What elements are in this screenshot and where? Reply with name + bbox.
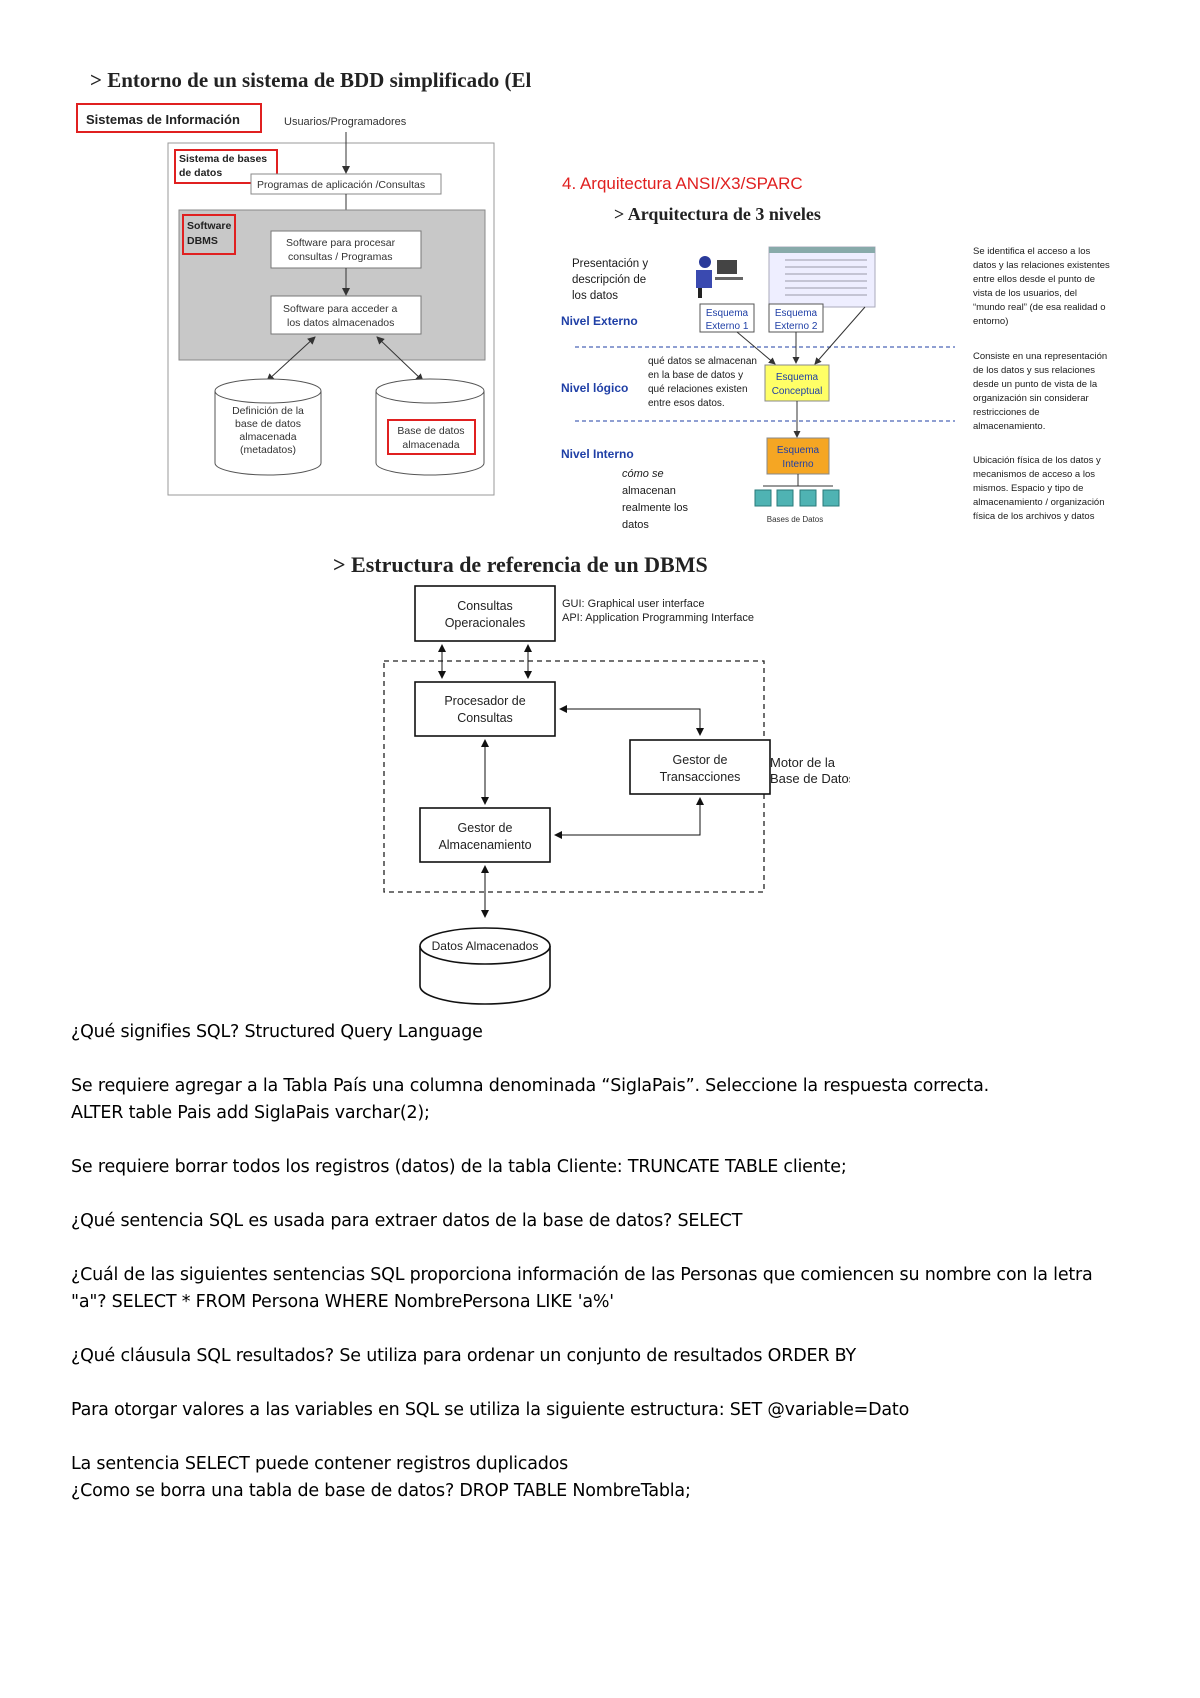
pres-1: Presentación y: [572, 258, 648, 270]
nivel-externo: Nivel Externo: [561, 314, 638, 328]
access-label-2: los datos almacenados: [287, 317, 394, 329]
fig1-diagram: Sistemas de Información Usuarios/Program…: [76, 103, 495, 496]
consultas-2: Operacionales: [445, 616, 526, 630]
dbms-label-2: DBMS: [187, 235, 218, 247]
right2-2: de los datos y sus relaciones: [973, 365, 1095, 376]
consultas-1: Consultas: [457, 599, 513, 613]
text-line-6: ¿Cuál de las siguientes sentencias SQL p…: [71, 1265, 1093, 1285]
meta-label-2: base de datos: [235, 418, 301, 430]
conceptual-1: Esquema: [776, 372, 819, 383]
interno-desc-1: cómo se: [622, 468, 664, 480]
right3-3: mismos. Espacio y tipo de: [973, 483, 1083, 494]
procesador-2: Consultas: [457, 711, 513, 725]
logico-desc-1: qué datos se almacenan: [648, 356, 757, 367]
fig1-heading: > Entorno de un sistema de BDD simplific…: [90, 68, 532, 92]
interno-1: Esquema: [777, 445, 820, 456]
right1-1: Se identifica el acceso a los: [973, 246, 1090, 257]
access-label-1: Software para acceder a: [283, 303, 398, 315]
right2-1: Consiste en una representación: [973, 351, 1107, 362]
sbd-label-2: de datos: [179, 167, 222, 179]
motor-1: Motor de la: [770, 755, 836, 770]
gestor-trans-1: Gestor de: [673, 753, 728, 767]
text-line-5: ¿Qué sentencia SQL es usada para extraer…: [71, 1211, 743, 1231]
interno-desc-4: datos: [622, 519, 649, 530]
interno-desc-2: almacenan: [622, 485, 676, 497]
text-line-1: ¿Qué signifies SQL? Structured Query Lan…: [71, 1022, 483, 1042]
right3-1: Ubicación física de los datos y: [973, 455, 1101, 466]
meta-label-1: Definición de la: [232, 405, 304, 417]
right1-6: entorno): [973, 316, 1008, 327]
text-line-9: Para otorgar valores a las variables en …: [71, 1400, 910, 1420]
users-label: Usuarios/Programadores: [284, 116, 407, 128]
text-line-2: Se requiere agregar a la Tabla País una …: [71, 1076, 989, 1096]
ext1-1: Esquema: [706, 308, 749, 319]
text-line-8: ¿Qué cláusula SQL resultados? Se utiliza…: [71, 1346, 856, 1366]
fig3-diagram: Consultas Operacionales GUI: Graphical u…: [383, 585, 850, 1005]
right2-4: organización sin considerar: [973, 393, 1089, 404]
sbd-label-1: Sistema de bases: [179, 153, 267, 165]
ext2-2: Externo 2: [775, 321, 818, 332]
proc-label-2: consultas / Programas: [288, 251, 392, 263]
fig2-subtitle: > Arquitectura de 3 niveles: [614, 204, 821, 224]
logico-desc-4: entre esos datos.: [648, 398, 725, 409]
ext1-2: Externo 1: [706, 321, 749, 332]
right3-4: almacenamiento / organización: [973, 497, 1105, 508]
right1-4: vista de los usuarios, del: [973, 288, 1077, 299]
right3-5: física de los archivos y datos: [973, 511, 1095, 522]
gestor-alm-1: Gestor de: [458, 821, 513, 835]
fig2-diagram: Presentación y descripción de los datos …: [561, 246, 1110, 530]
datos-label: Datos Almacenados: [432, 939, 539, 953]
proc-label-1: Software para procesar: [286, 237, 396, 249]
right1-3: entre ellos desde el punto de: [973, 274, 1095, 285]
fig3-heading: > Estructura de referencia de un DBMS: [333, 552, 708, 577]
text-line-10: La sentencia SELECT puede contener regis…: [71, 1454, 569, 1474]
pres-2: descripción de: [572, 274, 646, 286]
user-icon-1: [696, 256, 743, 298]
procesador-1: Procesador de: [444, 694, 525, 708]
right1-5: “mundo real” (de esa realidad o: [973, 302, 1106, 313]
conceptual-2: Conceptual: [772, 386, 823, 397]
screen-thumbnail-icon: [768, 246, 876, 308]
gui-label: GUI: Graphical user interface: [562, 598, 704, 610]
text-line-3: ALTER table Pais add SiglaPais varchar(2…: [71, 1103, 430, 1123]
meta-label-3: almacenada: [239, 431, 296, 443]
nivel-interno: Nivel Interno: [561, 447, 634, 461]
db-icons: [754, 489, 840, 507]
nivel-logico: Nivel lógico: [561, 381, 628, 395]
apps-label: Programas de aplicación /Consultas: [257, 179, 425, 191]
api-label: API: Application Programming Interface: [562, 612, 754, 624]
meta-label-4: (metadatos): [240, 444, 296, 456]
right2-5: restricciones de: [973, 407, 1040, 418]
interno-desc-3: realmente los: [622, 502, 689, 514]
stored-label-1: Base de datos: [397, 425, 464, 437]
right3-2: mecanismos de acceso a los: [973, 469, 1095, 480]
right2-3: desde un punto de vista de la: [973, 379, 1098, 390]
gestor-alm-2: Almacenamiento: [438, 838, 531, 852]
fig2-title: 4. Arquitectura ANSI/X3/SPARC: [562, 174, 803, 193]
logico-desc-2: en la base de datos y: [648, 370, 743, 381]
text-line-4: Se requiere borrar todos los registros (…: [71, 1157, 847, 1177]
stored-label-2: almacenada: [402, 439, 459, 451]
si-box-label: Sistemas de Información: [86, 112, 240, 127]
text-line-7: "a"? SELECT * FROM Persona WHERE NombreP…: [71, 1292, 614, 1312]
motor-2: Base de Datos: [770, 771, 850, 786]
bases-label: Bases de Datos: [767, 515, 823, 524]
ext2-1: Esquema: [775, 308, 818, 319]
right1-2: datos y las relaciones existentes: [973, 260, 1110, 271]
text-line-11: ¿Como se borra una tabla de base de dato…: [71, 1481, 691, 1501]
gestor-trans-2: Transacciones: [660, 770, 741, 784]
logico-desc-3: qué relaciones existen: [648, 384, 748, 395]
interno-2: Interno: [782, 459, 814, 470]
pres-3: los datos: [572, 290, 618, 302]
dbms-label-1: Software: [187, 220, 232, 232]
right2-6: almacenamiento.: [973, 421, 1045, 432]
